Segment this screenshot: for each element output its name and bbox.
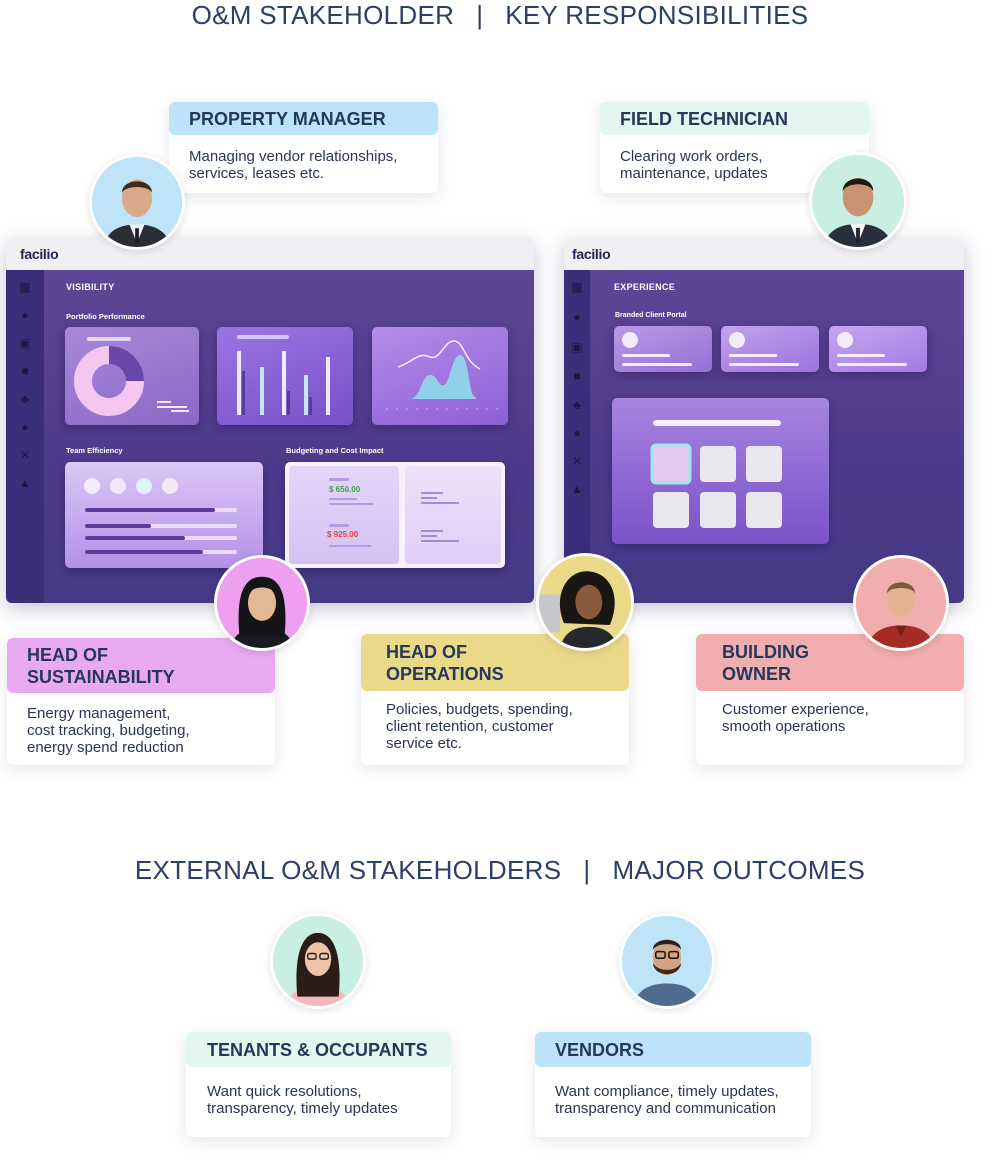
wrench-icon[interactable]: ✕ bbox=[19, 448, 31, 462]
property-manager-card: PROPERTY MANAGER Managing vendor relatio… bbox=[169, 102, 438, 193]
portal-card-3 bbox=[829, 326, 927, 372]
vendors-card: VENDORS Want compliance, timely updates,… bbox=[535, 1032, 811, 1137]
field-technician-avatar bbox=[809, 152, 907, 250]
bar-chart bbox=[237, 335, 330, 415]
heading-external-stakeholders: EXTERNAL O&M STAKEHOLDERS bbox=[134, 855, 562, 885]
field-technician-desc: Clearing work orders, maintenance, updat… bbox=[620, 148, 768, 182]
head-operations-header: HEAD OF OPERATIONS bbox=[361, 634, 629, 691]
user-icon[interactable]: ● bbox=[573, 310, 581, 324]
team-label: Team Efficiency bbox=[66, 446, 123, 455]
building-icon[interactable]: ▦ bbox=[571, 280, 583, 294]
property-manager-avatar bbox=[89, 154, 185, 250]
section-title: VISIBILITY bbox=[66, 282, 115, 292]
alert-icon[interactable]: ■ bbox=[573, 369, 581, 383]
image-icon[interactable]: ▣ bbox=[19, 336, 31, 350]
wave-chart bbox=[386, 340, 500, 410]
dashboard-topbar: facilio bbox=[6, 238, 534, 270]
head-operations-card: HEAD OF OPERATIONS Policies, budgets, sp… bbox=[361, 634, 629, 765]
wrench-icon[interactable]: ✕ bbox=[571, 454, 583, 468]
wave-chart-panel bbox=[372, 327, 508, 425]
amount-650: $ 650.00 bbox=[329, 485, 361, 494]
top-heading: O&M STAKEHOLDER | KEY RESPONSIBILITIES bbox=[0, 0, 1000, 31]
vendors-avatar bbox=[619, 913, 715, 1009]
amount-925: $ 925.00 bbox=[327, 530, 359, 539]
head-sustainability-desc: Energy management, cost tracking, budget… bbox=[27, 705, 190, 756]
vendors-header: VENDORS bbox=[535, 1032, 811, 1067]
person-icon[interactable]: ● bbox=[573, 426, 581, 440]
donut-chart bbox=[74, 337, 189, 416]
dashboard-body: ▦ ● ▣ ■ ♣ ● ✕ ▲ EXPERIENCE Branded Clien… bbox=[564, 270, 964, 603]
building-owner-title-2: OWNER bbox=[722, 663, 791, 684]
dashboard-topbar: facilio bbox=[564, 238, 964, 270]
head-sustainability-header: HEAD OF SUSTAINABILITY bbox=[7, 638, 275, 693]
field-technician-header: FIELD TECHNICIAN bbox=[600, 102, 869, 135]
team-efficiency-panel bbox=[65, 462, 263, 568]
budget-card-left bbox=[289, 466, 399, 564]
head-sustainability-title-1: HEAD OF bbox=[27, 644, 108, 665]
dashboard-sidebar: ▦ ● ▣ ■ ♣ ● ✕ ▲ bbox=[6, 270, 44, 603]
portal-card-2 bbox=[721, 326, 819, 372]
portfolio-label: Portfolio Performance bbox=[66, 312, 145, 321]
building-owner-title-1: BUILDING bbox=[722, 641, 809, 662]
budget-card-right bbox=[405, 466, 501, 564]
portal-label: Branded Client Portal bbox=[615, 312, 687, 319]
tenants-desc: Want quick resolutions, transparency, ti… bbox=[207, 1083, 398, 1117]
vendors-title: VENDORS bbox=[555, 1039, 645, 1060]
heading-stakeholder: O&M STAKEHOLDER bbox=[191, 0, 455, 30]
budget-panel: $ 650.00 $ 925.00 bbox=[285, 462, 505, 568]
dashboard-body: ▦ ● ▣ ■ ♣ ● ✕ ▲ VISIBILITY Portfolio Per… bbox=[6, 270, 534, 603]
budget-label: Budgeting and Cost Impact bbox=[286, 446, 384, 455]
property-manager-header: PROPERTY MANAGER bbox=[169, 102, 438, 135]
user-icon[interactable]: ● bbox=[21, 308, 29, 322]
portal-grid bbox=[650, 420, 782, 528]
property-manager-title: PROPERTY MANAGER bbox=[189, 108, 386, 129]
tenants-card: TENANTS & OCCUPANTS Want quick resolutio… bbox=[186, 1032, 451, 1137]
building-owner-card: BUILDING OWNER Customer experience, smoo… bbox=[696, 634, 964, 765]
facilio-logo: facilio bbox=[20, 246, 59, 262]
field-technician-card: FIELD TECHNICIAN Clearing work orders, m… bbox=[600, 102, 869, 193]
vendors-desc: Want compliance, timely updates, transpa… bbox=[555, 1083, 779, 1117]
contact-icon[interactable]: ▲ bbox=[19, 476, 31, 490]
head-operations-title-1: HEAD OF bbox=[386, 641, 467, 662]
tenants-header: TENANTS & OCCUPANTS bbox=[186, 1032, 451, 1067]
heading-major-outcomes: MAJOR OUTCOMES bbox=[612, 855, 866, 885]
head-operations-title-2: OPERATIONS bbox=[386, 663, 504, 684]
head-operations-avatar bbox=[536, 553, 634, 651]
heading-separator: | bbox=[583, 855, 591, 885]
tree-icon[interactable]: ♣ bbox=[21, 392, 29, 406]
heading-separator: | bbox=[476, 0, 484, 30]
portal-grid-panel bbox=[612, 398, 829, 544]
dashboard-sidebar: ▦ ● ▣ ■ ♣ ● ✕ ▲ bbox=[564, 270, 590, 603]
building-owner-desc: Customer experience, smooth operations bbox=[722, 701, 869, 735]
donut-chart-panel bbox=[65, 327, 199, 425]
tenants-title: TENANTS & OCCUPANTS bbox=[207, 1039, 428, 1060]
bottom-heading: EXTERNAL O&M STAKEHOLDERS | MAJOR OUTCOMES bbox=[0, 855, 1000, 886]
contact-icon[interactable]: ▲ bbox=[571, 482, 583, 496]
head-sustainability-card: HEAD OF SUSTAINABILITY Energy management… bbox=[7, 638, 275, 765]
experience-dashboard: facilio ▦ ● ▣ ■ ♣ ● ✕ ▲ EXPERIENCE Brand… bbox=[564, 238, 964, 603]
building-icon[interactable]: ▦ bbox=[19, 280, 31, 294]
portal-card-1 bbox=[614, 326, 712, 372]
property-manager-desc: Managing vendor relationships, services,… bbox=[189, 148, 398, 182]
building-owner-avatar bbox=[853, 555, 949, 651]
field-technician-title: FIELD TECHNICIAN bbox=[620, 108, 788, 129]
visibility-dashboard: facilio ▦ ● ▣ ■ ♣ ● ✕ ▲ VISIBILITY Portf… bbox=[6, 238, 534, 603]
image-icon[interactable]: ▣ bbox=[571, 340, 583, 354]
section-title: EXPERIENCE bbox=[614, 282, 676, 292]
facilio-logo: facilio bbox=[572, 246, 611, 262]
budget-lines bbox=[329, 478, 459, 547]
bar-chart-panel bbox=[217, 327, 353, 425]
heading-responsibilities: KEY RESPONSIBILITIES bbox=[505, 0, 809, 30]
head-sustainability-avatar bbox=[214, 555, 310, 651]
alert-icon[interactable]: ■ bbox=[21, 364, 29, 378]
tree-icon[interactable]: ♣ bbox=[573, 398, 581, 412]
tenants-avatar bbox=[270, 913, 366, 1009]
head-sustainability-title-2: SUSTAINABILITY bbox=[27, 666, 175, 687]
person-icon[interactable]: ● bbox=[21, 420, 29, 434]
head-operations-desc: Policies, budgets, spending, client rete… bbox=[386, 701, 573, 752]
team-efficiency-chart bbox=[84, 478, 237, 554]
